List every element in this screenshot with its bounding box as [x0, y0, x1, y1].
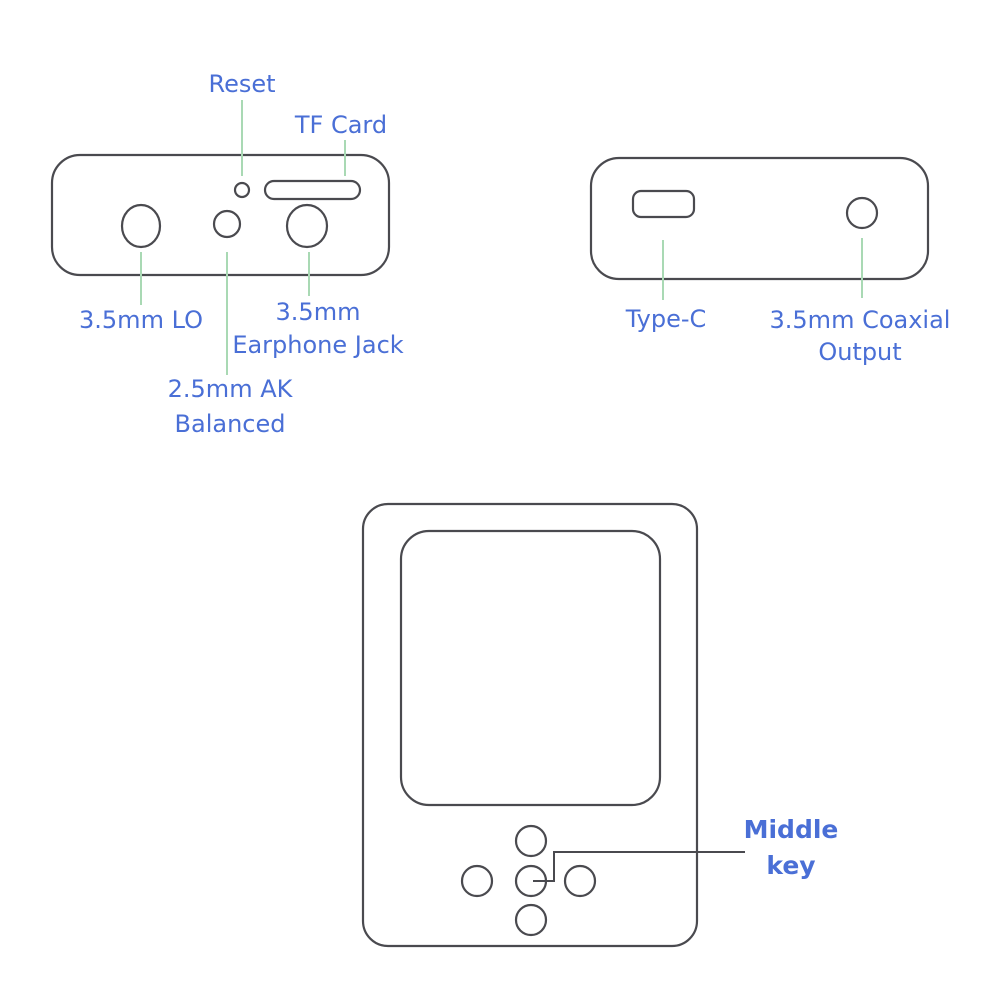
tf-card-slot: [263, 179, 362, 201]
down-key: [514, 903, 548, 937]
balanced-label-line2: Balanced: [175, 410, 286, 438]
up-key: [514, 824, 548, 858]
middle-key-label-line1: Middle: [744, 815, 839, 844]
front-panel: Reset TF Card 3.5mm LO 3.5mm Earphone Ja…: [50, 70, 404, 438]
right-key: [563, 864, 597, 898]
type-c-label: Type-C: [625, 305, 707, 333]
type-c-port: [631, 189, 696, 219]
tf-card-label: TF Card: [294, 111, 387, 139]
middle-key-label-line2: key: [766, 851, 815, 880]
coaxial-jack: [845, 196, 879, 230]
front-panel-body: [50, 153, 391, 277]
lo-jack: [120, 203, 162, 249]
earphone-label-line2: Earphone Jack: [232, 331, 403, 359]
earphone-jack: [285, 203, 329, 249]
back-panel: Type-C 3.5mm Coaxial Output: [589, 156, 951, 366]
lo-label: 3.5mm LO: [79, 306, 203, 334]
balanced-label-line1: 2.5mm AK: [168, 375, 294, 403]
device-body: [361, 502, 699, 948]
balanced-jack: [212, 209, 242, 239]
middle-key-leader: [533, 851, 745, 882]
left-key: [460, 864, 494, 898]
coaxial-label-line1: 3.5mm Coaxial: [770, 306, 951, 334]
reset-hole: [233, 181, 251, 199]
back-panel-body: [589, 156, 930, 281]
device-front: Middle key: [361, 502, 839, 948]
coaxial-label-line2: Output: [818, 338, 901, 366]
reset-label: Reset: [208, 70, 275, 98]
earphone-label-line1: 3.5mm: [276, 298, 361, 326]
device-screen: [399, 529, 662, 807]
